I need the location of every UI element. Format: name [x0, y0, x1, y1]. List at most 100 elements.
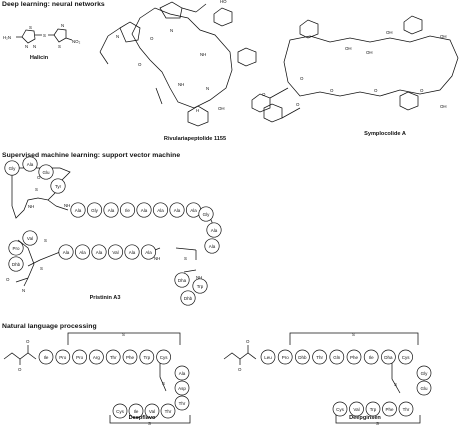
residue-label: Ile — [134, 409, 139, 414]
residue-label: Gly — [91, 208, 99, 213]
pristinin-label: Pristinin A3 — [89, 295, 121, 301]
oh-atom: OH — [366, 50, 373, 55]
thioether-sulfur-label: S — [43, 33, 46, 38]
residue-circle — [382, 401, 397, 417]
residue-circle — [349, 401, 364, 417]
residue-label: Dha — [384, 355, 393, 360]
residue-label: Ile — [125, 208, 130, 213]
residue-circle — [152, 202, 169, 218]
o-atom: O — [246, 339, 250, 344]
residue-circle — [365, 401, 381, 417]
residue-node: Gln — [329, 349, 345, 365]
residue-label: Thr — [179, 401, 186, 406]
residue-node: Thr — [105, 349, 121, 365]
residue-label: Trp — [370, 407, 377, 412]
symplocolide-label: Symplocolide A — [364, 131, 406, 137]
o-atom: O — [300, 76, 304, 81]
residue-circle — [398, 401, 414, 417]
ring-nitrogen-label: N — [25, 44, 28, 49]
residue-circle — [38, 349, 54, 365]
hydroxyl-label: HO — [220, 0, 227, 4]
residue-node: Thr — [312, 349, 327, 365]
residue-circle — [174, 395, 190, 411]
residue-node: Arg — [89, 349, 104, 365]
oh-atom: OH — [386, 30, 393, 35]
thiadiazole-ring — [21, 29, 36, 44]
rivulariapeptolide-label: Rivulariapeptolide 1155 — [163, 136, 227, 142]
residue-label: Val — [112, 250, 118, 255]
residue-label: Pro — [59, 355, 67, 360]
residue-node: Ala — [206, 222, 222, 238]
residue-node: Ala — [124, 244, 140, 260]
residue-node: Ala — [136, 202, 152, 218]
residue-label: Val — [353, 407, 359, 412]
o-atom: O — [238, 367, 242, 372]
deepginsen-label: Deepginsen — [349, 415, 381, 421]
residue-node: Phe — [346, 349, 362, 365]
deepflavo-acyl-cap: O O — [3, 339, 37, 372]
residue-node: Ala — [169, 202, 185, 218]
residue-label: Gly — [421, 371, 429, 376]
residue-circle — [169, 202, 185, 218]
residue-circle — [198, 206, 214, 222]
s-atom: S — [122, 332, 125, 337]
residue-node: Dhb — [8, 256, 24, 272]
residue-label: Phe — [385, 407, 394, 412]
residue-label: Phe — [350, 355, 359, 360]
residue-circle — [144, 403, 160, 419]
residue-node: Val — [349, 401, 364, 417]
residue-node: Ile — [363, 349, 379, 365]
residue-circle — [398, 349, 413, 365]
nh-atom: NH — [178, 82, 184, 87]
deepflavo-thioether-bridge — [67, 332, 181, 345]
section-title-nlp: Natural language processing — [2, 323, 97, 330]
s-atom: S — [35, 187, 38, 192]
residue-circle — [180, 290, 196, 306]
residue-circle — [107, 244, 124, 260]
nh-atom: NH — [64, 203, 70, 208]
deepflavo-label: Deepflavo — [128, 415, 156, 421]
residue-label: Val — [27, 236, 33, 241]
residue-label: Ala — [179, 371, 186, 376]
residue-node: Tyr — [50, 178, 66, 194]
nh-atom: NH — [154, 256, 160, 261]
halicin-structure: H₂N S N N S S N NO₂ — [3, 23, 81, 49]
deepginsen-lower-bridge — [335, 415, 421, 424]
symplocolide-structure: OH OH OH OH OH O O O O O O — [251, 15, 459, 123]
residue-node: Pro — [72, 349, 87, 365]
residue-label: Thr — [403, 407, 410, 412]
residue-node: Leu — [260, 349, 276, 365]
residue-circle — [277, 349, 293, 365]
residue-circle — [70, 202, 86, 218]
s-atom: S — [40, 266, 43, 271]
residue-label: Trp — [144, 355, 151, 360]
residue-label: Tyr — [55, 184, 62, 189]
residue-node: Thr — [174, 395, 190, 411]
residue-label: Ile — [44, 355, 49, 360]
residue-node: Ala — [140, 244, 157, 260]
residue-circle — [112, 403, 128, 419]
residue-label: Cys — [116, 409, 124, 414]
residue-circle — [206, 222, 222, 238]
nh-atom: NH — [28, 204, 34, 209]
residue-label: Cys — [160, 355, 168, 360]
residue-label: Glu — [420, 386, 428, 391]
residue-label: Leu — [264, 355, 272, 360]
residue-label: Ala — [79, 250, 86, 255]
residue-circle — [174, 380, 190, 396]
oh-atom: OH — [440, 104, 447, 109]
thiazole-sulfur-label: S — [58, 44, 61, 49]
s-atom: S — [162, 381, 165, 386]
residue-circle — [8, 256, 24, 272]
residue-node: Cys — [112, 403, 128, 419]
residue-label: Pro — [12, 246, 20, 251]
s-atom: S — [376, 421, 379, 426]
residue-label: Ala — [129, 250, 136, 255]
o-atom: O — [26, 339, 30, 344]
section-title-svm: Supervised machine learning: support vec… — [2, 152, 181, 159]
residue-node: Ala — [22, 156, 38, 172]
deepginsen-acyl-cap: O O — [223, 339, 257, 372]
residue-node: Ala — [103, 202, 119, 218]
